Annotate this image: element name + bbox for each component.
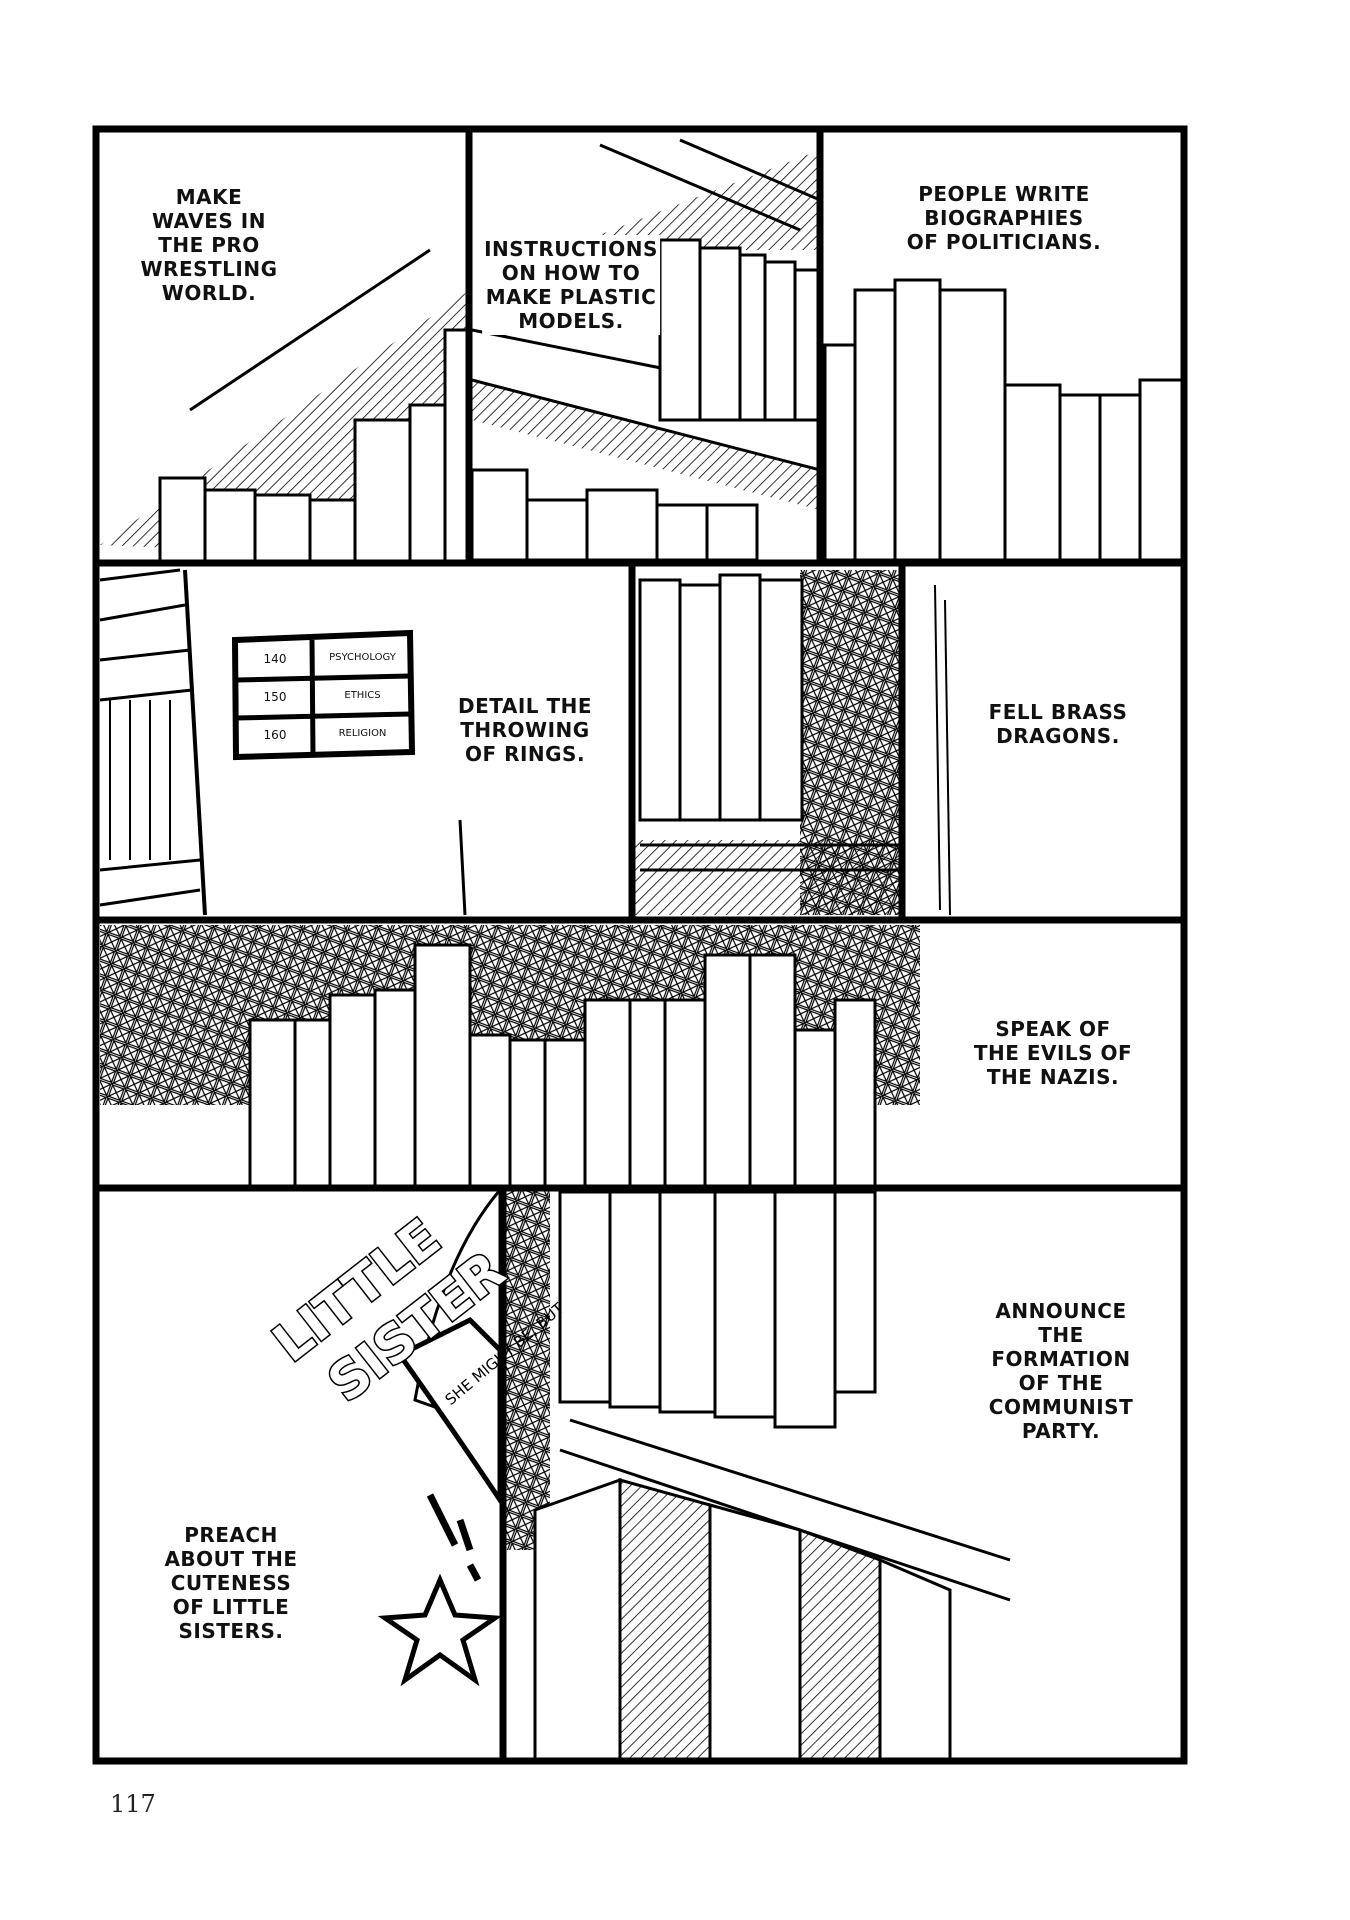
sign-number: 160 [263, 728, 287, 742]
panel-borders [92, 125, 1188, 1765]
page-number: 117 [110, 1790, 156, 1818]
caption-panel-4: DETAIL THE THROWING OF RINGS. [457, 694, 593, 766]
speech-bubble [396, 1316, 503, 1509]
sign-number: 140 [263, 652, 287, 666]
caption-panel-6: FELL BRASS DRAGONS. [988, 700, 1128, 748]
caption-panel-7: SPEAK OF THE EVILS OF THE NAZIS. [973, 1017, 1133, 1089]
caption-panel-9: ANNOUNCE THE FORMATION OF THE COMMUNIST … [988, 1299, 1134, 1443]
sign-subject: PSYCHOLOGY [329, 652, 396, 663]
caption-panel-8: PREACH ABOUT THE CUTENESS OF LITTLE SIST… [164, 1523, 298, 1643]
caption-panel-2: INSTRUCTIONS ON HOW TO MAKE PLASTIC MODE… [482, 235, 660, 335]
sign-subject: ETHICS [344, 690, 381, 701]
dewey-sign-frame [231, 629, 416, 761]
sign-subject: RELIGION [338, 728, 387, 739]
sign-number: 150 [263, 690, 287, 704]
caption-panel-1: MAKE WAVES IN THE PRO WRESTLING WORLD. [140, 185, 278, 305]
star-icon [377, 1573, 503, 1687]
caption-panel-3: PEOPLE WRITE BIOGRAPHIES OF POLITICIANS. [906, 182, 1102, 254]
